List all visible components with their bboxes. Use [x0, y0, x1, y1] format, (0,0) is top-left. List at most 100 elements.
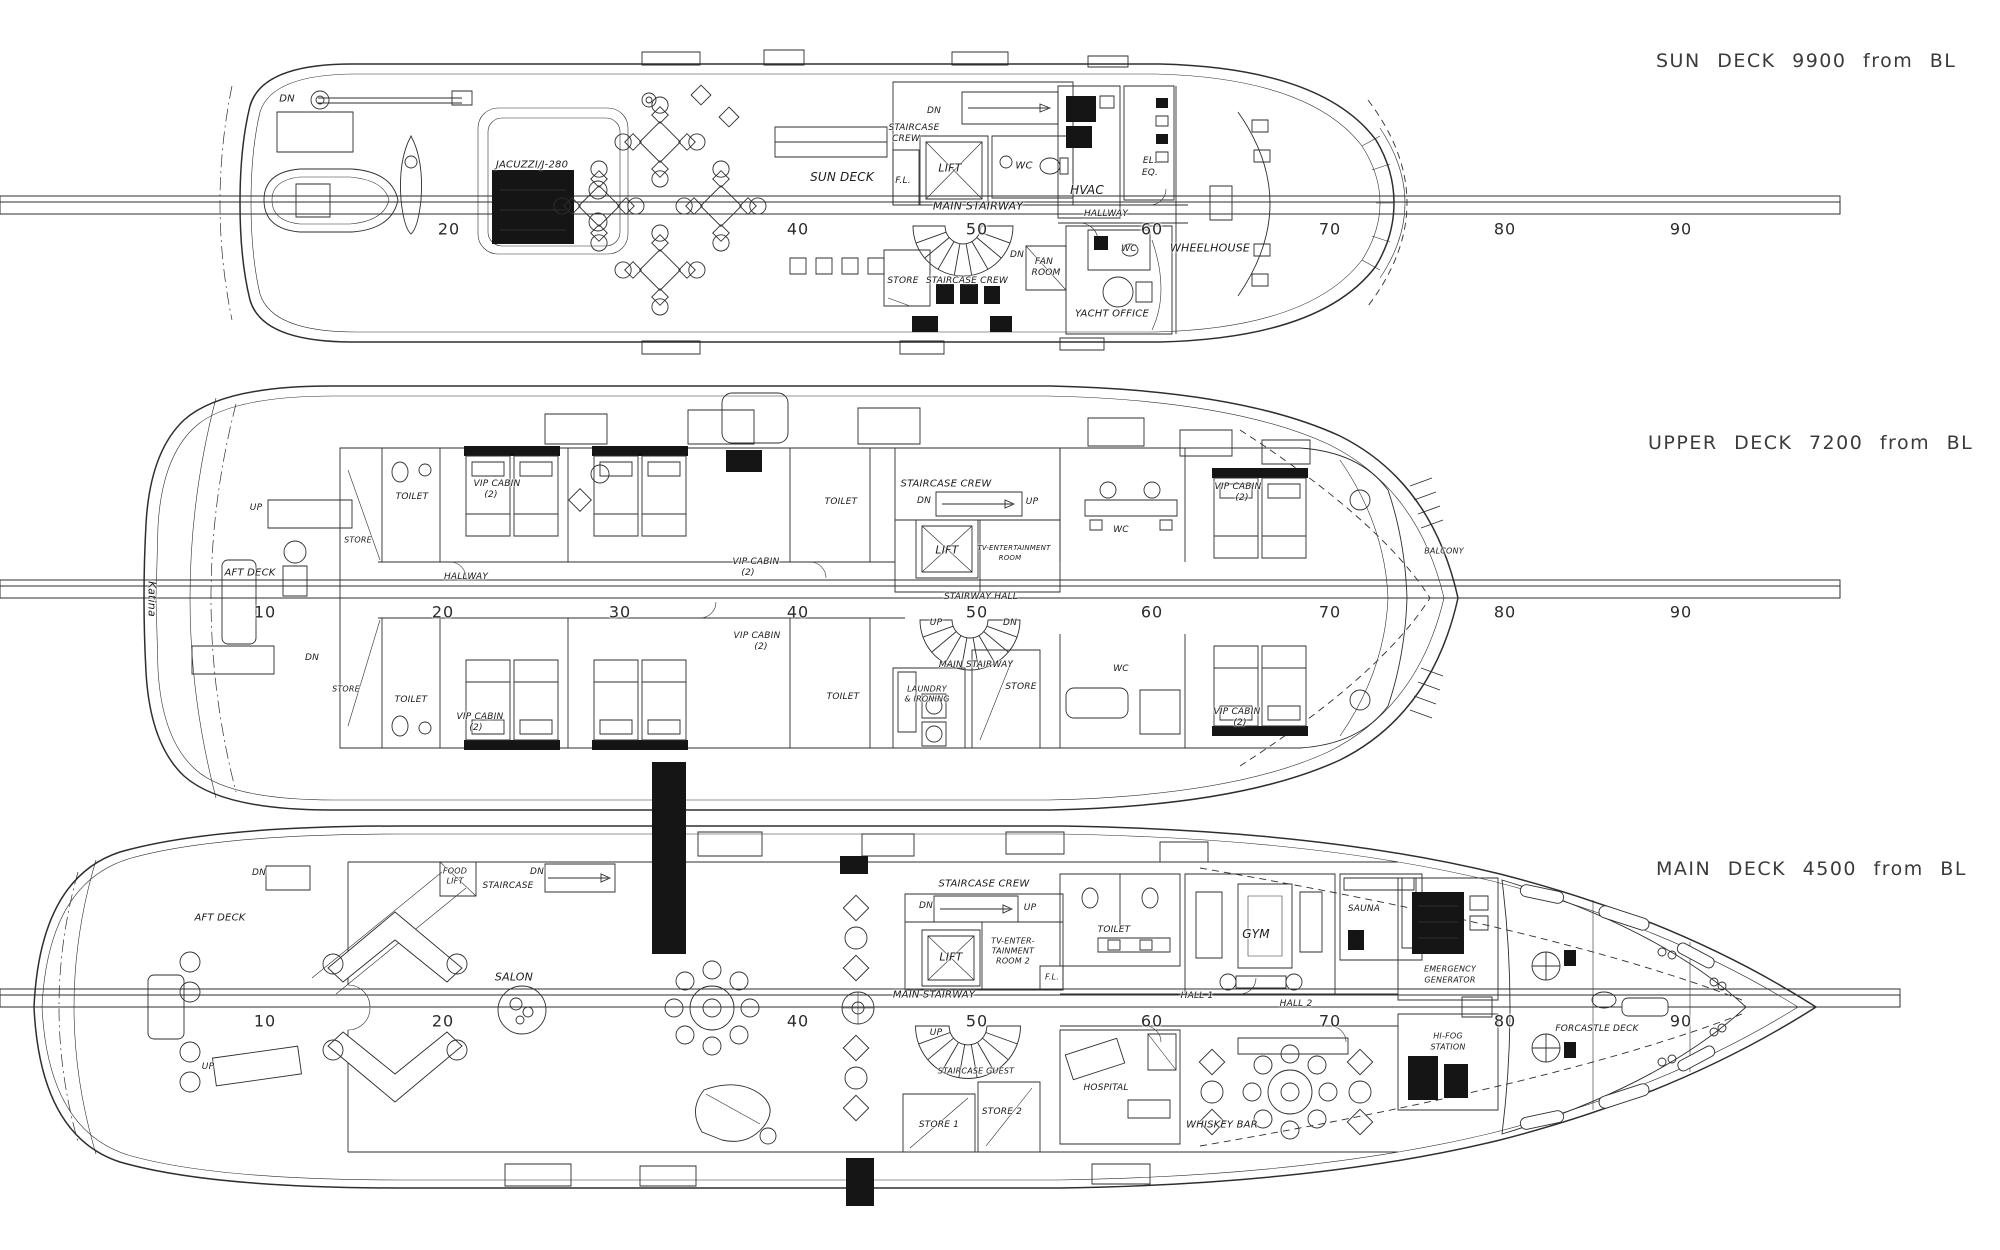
room-label: DN	[304, 653, 320, 663]
el-eq-room	[1124, 86, 1174, 200]
sun-deck-tech-rooms	[1058, 86, 1394, 334]
store-room	[884, 250, 930, 306]
station-number: 90	[1669, 219, 1693, 239]
room-label: DN	[926, 106, 942, 116]
room-label: (2)	[484, 490, 498, 500]
room-label: LAUNDRY	[907, 684, 947, 694]
room-label: HALLWAY	[443, 572, 489, 582]
fl-room	[1040, 966, 1063, 990]
room-label: WC	[1015, 160, 1033, 172]
room-label: Katina	[145, 581, 159, 617]
fl-room	[893, 150, 919, 205]
whiskey-bar	[1198, 1038, 1374, 1140]
room-label: WC	[1113, 525, 1129, 535]
room-label: FAN	[1034, 257, 1054, 267]
laundry-room	[893, 668, 965, 748]
room-label: TOILET	[394, 695, 428, 705]
room-label: (2)	[741, 568, 755, 578]
room-label: DN	[1002, 618, 1018, 628]
room-label: STORE	[887, 276, 919, 286]
station-number: 50	[965, 1011, 989, 1031]
room-label: TOILET	[824, 497, 858, 507]
room-label: HALLWAY	[1083, 209, 1129, 219]
upper-deck-hull	[144, 386, 1458, 810]
station-number: 60	[1140, 219, 1164, 239]
room-label: WC	[1113, 664, 1129, 674]
room-label: TOILET	[826, 692, 860, 702]
main-deck-plan	[0, 762, 1900, 1206]
station-number: 50	[965, 219, 989, 239]
room-label: MAIN STAIRWAY	[932, 199, 1024, 213]
balcony-hatch	[1410, 478, 1443, 718]
room-label: JACUZZI/J-280	[495, 159, 569, 171]
store-2	[978, 1082, 1040, 1152]
store-1	[903, 1094, 975, 1152]
room-label: VIP CABIN	[473, 479, 521, 489]
room-label: STAIRCASE CREW	[938, 878, 1030, 890]
station-number: 60	[1140, 602, 1164, 622]
room-label: HI-FOG	[1433, 1031, 1463, 1041]
room-label: HALL 1	[1180, 991, 1214, 1001]
room-label: TV-ENTERTAINMENT	[977, 544, 1051, 552]
room-label: EQ.	[1141, 168, 1159, 178]
food-lift-staircase	[440, 862, 615, 896]
grand-piano	[695, 1085, 770, 1142]
room-label: LIFT	[935, 543, 959, 557]
room-label: STAIRCASE CREW	[925, 276, 1009, 286]
room-label: LIFT	[446, 876, 464, 886]
room-label: LIFT	[939, 950, 963, 964]
main-stair-block	[905, 894, 1063, 990]
room-label: EL.	[1142, 156, 1158, 166]
hifog-station	[1398, 1014, 1498, 1110]
room-label: STAIRCASE CREW	[900, 478, 992, 490]
room-label: GYM	[1242, 927, 1270, 941]
upper-deckhouse	[340, 448, 1407, 748]
room-label: STAIRCASE GUEST	[937, 1066, 1015, 1076]
lift-room	[922, 930, 980, 986]
room-label: SAUNA	[1347, 904, 1381, 914]
station-number: 30	[608, 602, 632, 622]
station-number: 20	[437, 219, 461, 239]
station-number: 80	[1493, 602, 1517, 622]
main-deck-title: MAIN DECK 4500 from BL	[1656, 858, 1967, 880]
room-label: STORE	[344, 535, 372, 545]
tender-and-crane	[264, 91, 472, 234]
room-label: ROOM 2	[996, 956, 1030, 966]
station-number: 70	[1318, 1011, 1342, 1031]
toilet-block	[1060, 874, 1180, 966]
main-deck-hull	[34, 826, 1816, 1188]
sun-deck-hull	[240, 64, 1394, 342]
room-label: HOSPITAL	[1083, 1083, 1129, 1093]
station-number: 20	[431, 1011, 455, 1031]
upper-deck-title: UPPER DECK 7200 from BL	[1648, 432, 1974, 454]
room-label: MAIN STAIRWAY	[892, 989, 976, 1001]
station-number: 10	[253, 602, 277, 622]
room-label: VIP CABIN	[456, 712, 504, 722]
hospital	[1060, 1030, 1180, 1144]
hvac-room	[1058, 86, 1120, 218]
room-label: UP	[1025, 497, 1039, 507]
room-label: DN	[918, 901, 934, 911]
room-label: VIP CABIN	[733, 631, 781, 641]
room-label: VIP CABIN	[1214, 482, 1262, 492]
station-number: 60	[1140, 1011, 1164, 1031]
room-label: VIP CABIN	[1213, 707, 1261, 717]
station-number: 40	[786, 602, 810, 622]
anchor-gear	[1519, 884, 1726, 1131]
room-label: STAIRCASE	[888, 123, 940, 133]
room-label: F.L.	[1045, 972, 1059, 982]
room-label: AFT DECK	[224, 567, 276, 579]
helm-console	[1238, 112, 1270, 296]
wc-desk-rooms	[1060, 448, 1185, 748]
room-label: STATION	[1430, 1042, 1466, 1052]
emergency-generator-room	[1398, 878, 1498, 1000]
room-label: HALL 2	[1279, 999, 1313, 1009]
aft-stair-up	[268, 500, 352, 528]
store-room	[972, 650, 1040, 748]
station-number: 50	[965, 602, 989, 622]
room-label: ROOM	[1031, 268, 1061, 278]
station-number: 90	[1669, 1011, 1693, 1031]
room-label: STORE	[1005, 682, 1037, 692]
